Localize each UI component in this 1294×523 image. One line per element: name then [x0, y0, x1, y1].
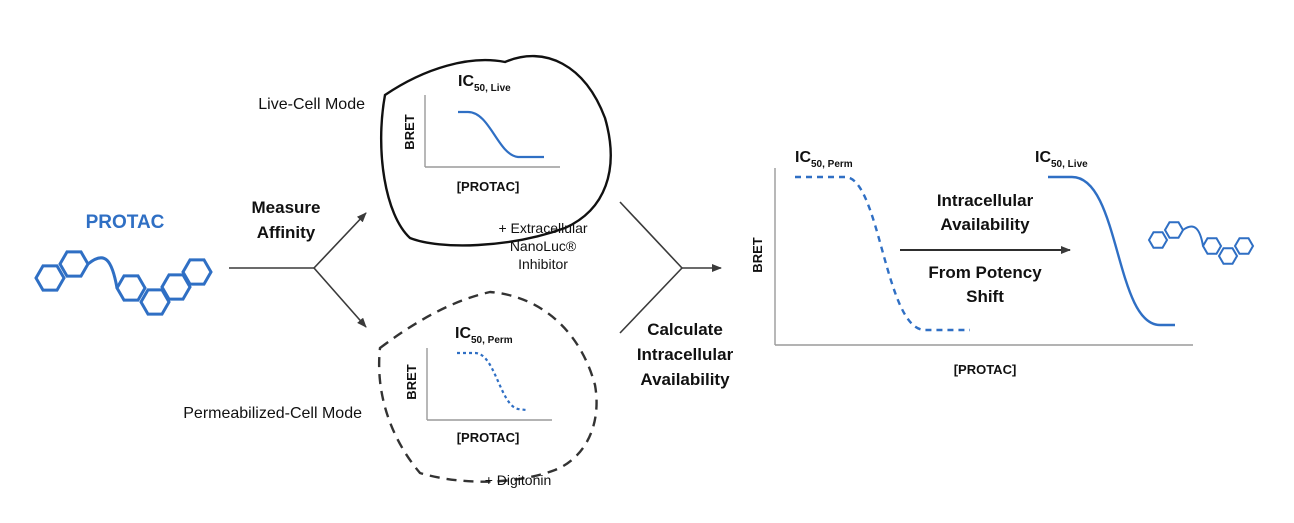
perm-y-label: BRET — [404, 364, 419, 399]
converge-line-top — [619, 201, 683, 269]
live-y-label: BRET — [402, 114, 417, 149]
perm-ic50-sub: 50, Perm — [471, 335, 513, 346]
protac-molecule-icon — [34, 250, 213, 316]
result-live-ic50-sub: 50, Live — [1051, 159, 1088, 170]
arrow-to-live-mode — [313, 212, 367, 269]
live-note-line1: + Extracellular — [498, 220, 587, 236]
perm-note: + Digitonin — [485, 472, 552, 488]
arrow-to-perm-mode — [313, 267, 367, 328]
linker-chain — [87, 256, 119, 289]
calculate-line1: Calculate — [647, 320, 723, 339]
result-chart: IC50, Perm IC50, Live BRET [PROTAC] Intr… — [750, 149, 1193, 377]
converge-line-bottom — [619, 267, 683, 334]
perm-cell-mode-label: Permeabilized-Cell Mode — [183, 405, 362, 422]
protac-molecule-small-icon — [1147, 221, 1255, 265]
result-perm-curve — [795, 175, 970, 332]
hexagon-ring — [58, 250, 90, 278]
live-ic50-label: IC50, Live — [458, 73, 511, 94]
measure-label-line1: Measure — [252, 198, 321, 217]
result-perm-ic50-sub: 50, Perm — [811, 159, 853, 170]
live-x-label: [PROTAC] — [457, 179, 520, 194]
perm-cell-outline — [378, 290, 598, 483]
live-note-line3: Inhibitor — [518, 256, 568, 272]
hexagon-ring — [1147, 231, 1169, 249]
live-cell-outline — [380, 54, 612, 247]
result-y-label: BRET — [750, 237, 765, 272]
result-live-curve — [1048, 175, 1175, 327]
perm-ic50-label: IC50, Perm — [455, 325, 513, 346]
linker-chain — [1182, 225, 1204, 247]
result-live-ic50-label: IC50, Live — [1035, 149, 1088, 170]
calculate-line3: Availability — [640, 370, 730, 389]
live-ic50-sub: 50, Live — [474, 83, 511, 94]
live-curve — [458, 110, 544, 159]
perm-mini-chart: IC50, Perm BRET [PROTAC] — [404, 325, 552, 445]
measure-label-line2: Affinity — [257, 223, 316, 242]
perm-curve — [457, 351, 527, 412]
result-live-ic50-main: IC — [1035, 149, 1051, 166]
hexagon-ring — [1163, 221, 1185, 239]
hexagon-ring — [115, 274, 147, 302]
result-perm-ic50-main: IC — [795, 149, 811, 166]
live-ic50-main: IC — [458, 73, 474, 90]
hexagon-ring — [181, 258, 213, 286]
result-perm-ic50-label: IC50, Perm — [795, 149, 853, 170]
live-cell-mode-label: Live-Cell Mode — [258, 96, 365, 113]
live-note-line2: NanoLuc® — [510, 238, 577, 254]
perm-ic50-main: IC — [455, 325, 471, 342]
shift-label-line3: From Potency — [928, 263, 1042, 282]
protac-title: PROTAC — [86, 212, 165, 233]
result-x-label: [PROTAC] — [954, 362, 1017, 377]
perm-x-label: [PROTAC] — [457, 430, 520, 445]
shift-label-line2: Availability — [940, 215, 1030, 234]
hexagon-ring — [1233, 237, 1255, 255]
live-mini-chart: IC50, Live BRET [PROTAC] — [402, 73, 560, 194]
hexagon-ring — [1217, 247, 1239, 265]
hexagon-ring — [1201, 237, 1223, 255]
shift-label-line4: Shift — [966, 287, 1004, 306]
hexagon-ring — [34, 264, 66, 292]
shift-label-line1: Intracellular — [937, 191, 1034, 210]
calculate-line2: Intracellular — [637, 345, 734, 364]
